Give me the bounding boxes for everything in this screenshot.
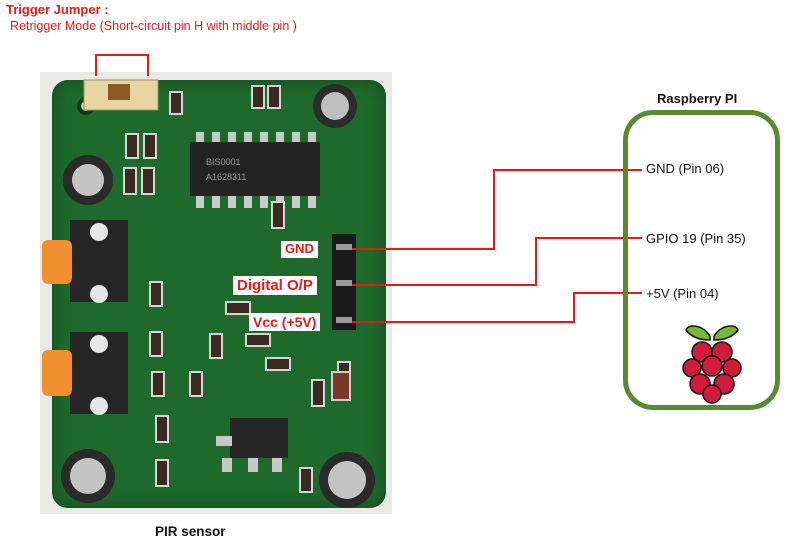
pir-pin-label-vcc: Vcc (+5V)	[249, 313, 321, 332]
wire-digital-output	[352, 237, 642, 286]
ic-chip	[190, 132, 320, 208]
output-header	[332, 234, 356, 330]
jumper-bracket	[95, 54, 149, 76]
chip-marking-line2: A1628311	[206, 172, 246, 182]
pcb-components: BIS0001 A1628311	[42, 79, 375, 508]
trigger-jumper-title: Trigger Jumper :	[6, 2, 109, 17]
potentiometer-bottom	[42, 332, 128, 415]
wire-vcc	[352, 292, 642, 323]
capacitor-left	[63, 155, 113, 205]
capacitor-bottom-left	[61, 449, 115, 503]
raspberry-pi-box	[623, 110, 780, 410]
rpi-pin-power: +5V (Pin 04)	[646, 286, 719, 301]
potentiometer-top	[42, 220, 128, 303]
rpi-pin-gnd: GND (Pin 06)	[646, 161, 725, 176]
pir-sensor-caption: PIR sensor	[155, 524, 226, 539]
capacitor-top-right	[313, 84, 357, 128]
voltage-regulator	[216, 418, 288, 472]
chip-marking-line1: BIS0001	[206, 157, 241, 167]
pir-sensor-board: BIS0001 A1628311	[40, 72, 392, 514]
capacitor-bottom-right	[319, 452, 375, 508]
trigger-jumper-description: Retrigger Mode (Short-circuit pin H with…	[10, 19, 297, 33]
rpi-pin-gpio: GPIO 19 (Pin 35)	[646, 231, 746, 246]
pir-pin-label-output: Digital O/P	[233, 276, 317, 296]
raspberry-pi-title: Raspberry PI	[657, 91, 738, 106]
wire-gnd	[352, 169, 642, 250]
pir-pin-label-gnd: GND	[281, 241, 318, 258]
raspberry-pi-logo-icon	[682, 325, 742, 404]
